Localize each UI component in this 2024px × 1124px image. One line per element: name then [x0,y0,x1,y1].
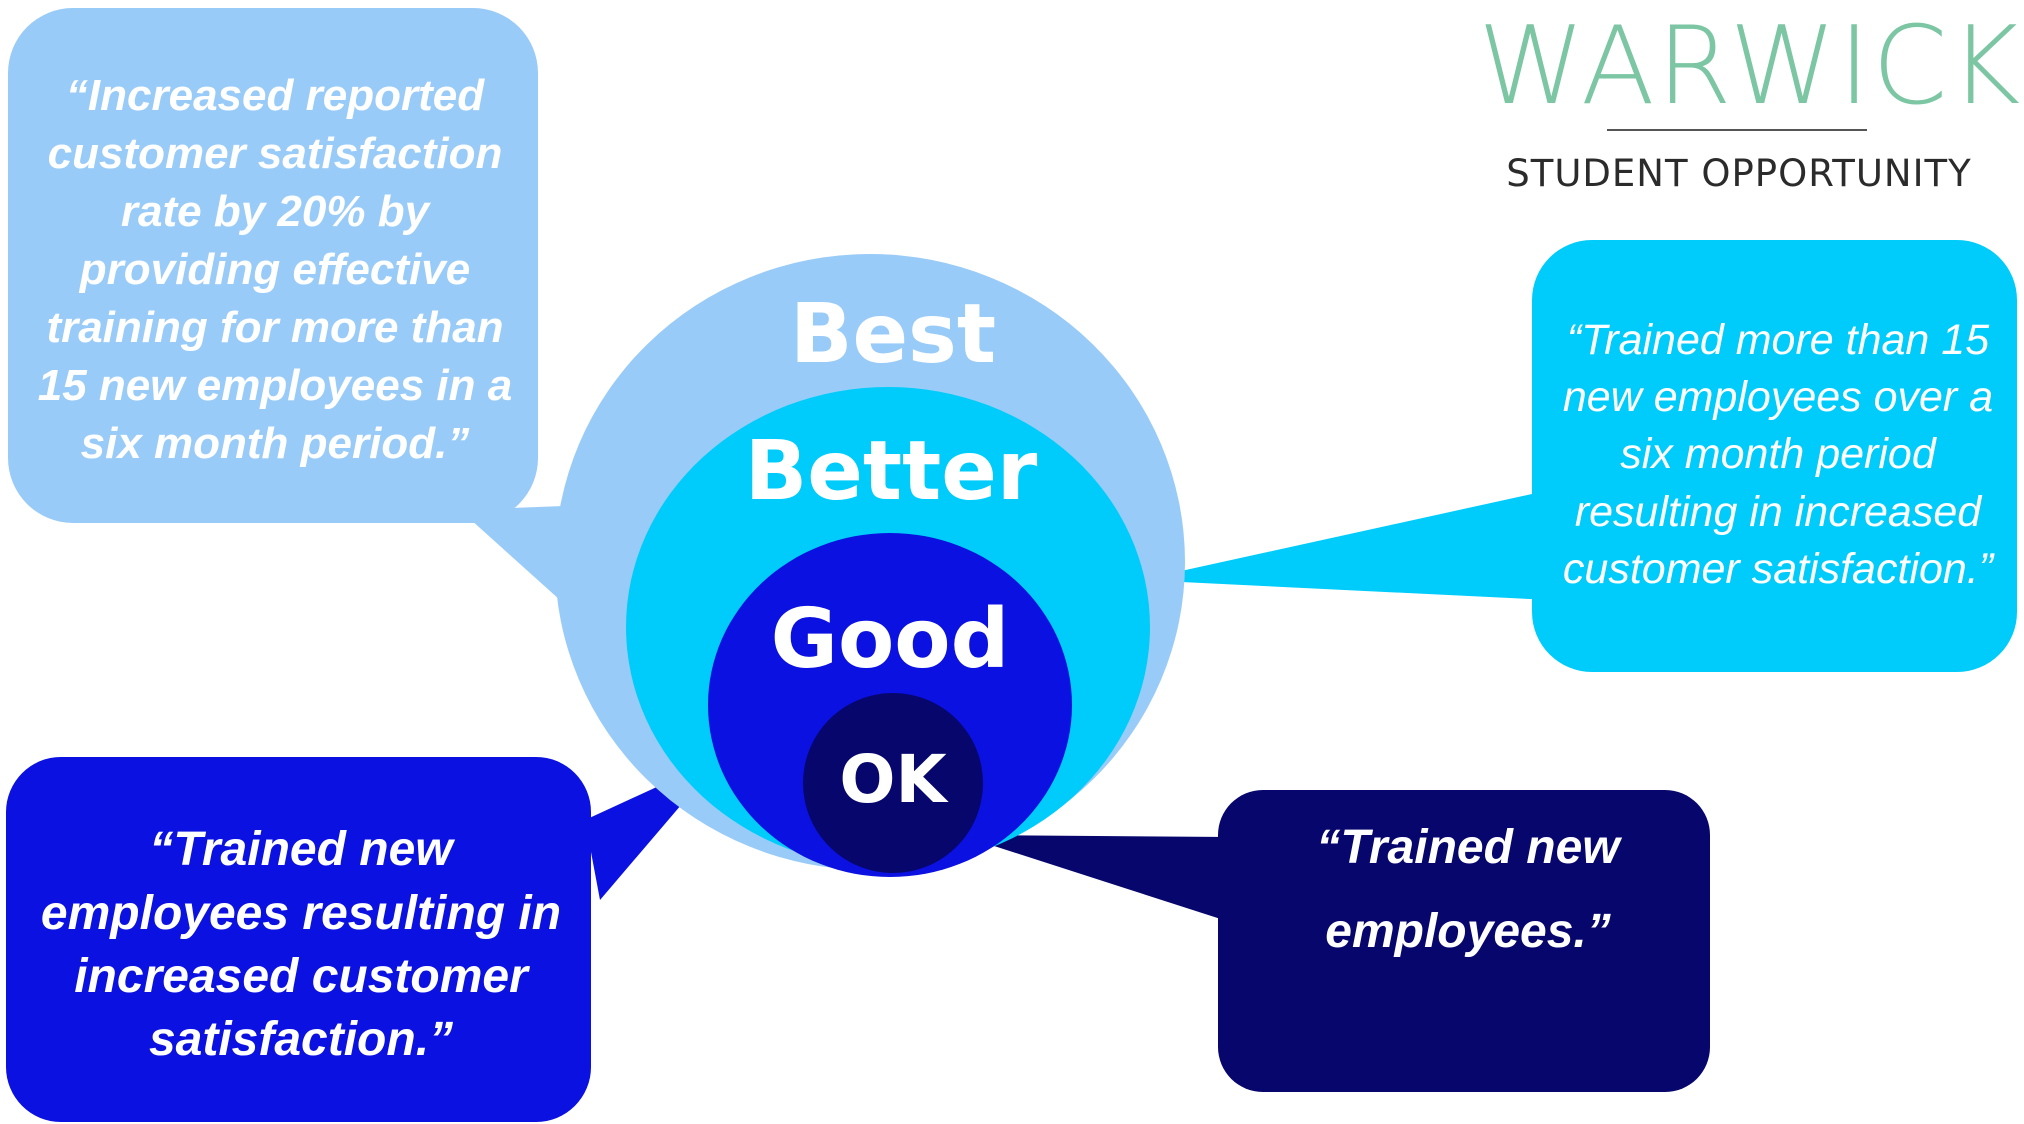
best-callout-text: “Increased reported customer satisfactio… [37,70,513,469]
ok-label: OK [839,741,947,818]
good-callout-text: “Trained new employees resulting in incr… [40,823,562,1067]
better-callout-text: “Trained more than 15 new employees over… [1562,316,1994,593]
ok-callout-tail [960,835,1230,922]
better-label: Better [744,424,1038,519]
good-label: Good [770,592,1010,687]
better-callout: “Trained more than 15 new employees over… [1552,265,2004,645]
best-callout: “Increased reported customer satisfactio… [30,40,520,500]
better-callout-tail [1140,490,1550,600]
ok-callout: “Trained new employees.” [1268,800,1668,980]
logo-divider [1607,129,1867,131]
good-callout: “Trained new employees resulting in incr… [26,785,576,1105]
best-label: Best [789,287,997,382]
good-callout-bubble [6,757,591,1122]
warwick-logo-title: WARWICK [1478,4,2023,129]
ok-circle [803,693,983,873]
ok-callout-text: “Trained new employees.” [1316,821,1620,958]
best-callout-bubble [8,8,538,523]
better-callout-bubble [1532,240,2017,672]
ok-callout-bubble [1218,790,1710,1092]
logo-subtitle: STUDENT OPPORTUNITY [1506,152,1972,195]
